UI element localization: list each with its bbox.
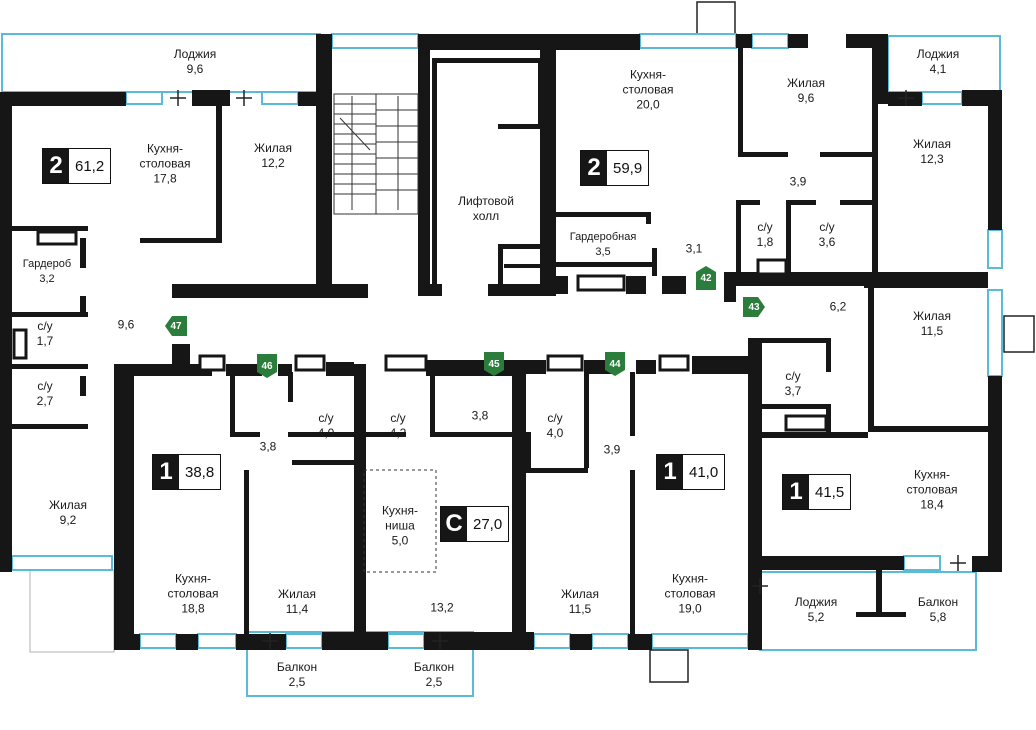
door-tag-45[interactable]: 45 xyxy=(483,352,505,376)
room-hall-5: 3,8 xyxy=(259,439,277,454)
apartment-area: 41,0 xyxy=(689,463,719,481)
walls xyxy=(0,34,1002,650)
stairs xyxy=(333,93,419,215)
door-tag-46[interactable]: 46 xyxy=(256,354,278,378)
kitchen-niche-outline xyxy=(363,469,437,573)
room-hall-2: 3,9 xyxy=(789,174,807,189)
apartment-area: 38,8 xyxy=(185,463,215,481)
door-tag-42[interactable]: 42 xyxy=(695,266,717,290)
loggia-marks xyxy=(170,90,966,649)
room-hall-1: 9,6 xyxy=(117,317,135,332)
apartment-badge-studio[interactable]: С 27,0 xyxy=(440,506,510,542)
apartment-rooms: 1 xyxy=(153,455,179,489)
room-hall-3: 3,1 xyxy=(685,241,703,256)
ventilation-shafts xyxy=(12,230,828,432)
door-tag-44[interactable]: 44 xyxy=(604,352,626,376)
apartment-area: 61,2 xyxy=(75,157,105,175)
room-studio-main: 13,2 xyxy=(430,600,454,615)
apartment-rooms: 1 xyxy=(657,455,683,489)
door-tag-43[interactable]: 43 xyxy=(743,295,765,319)
room-hall-6: 3,8 xyxy=(471,408,489,423)
door-tag-47[interactable]: 47 xyxy=(165,314,187,338)
apartment-area: 41,5 xyxy=(815,483,845,501)
apartment-area: 27,0 xyxy=(473,515,503,533)
apartment-area: 59,9 xyxy=(613,159,643,177)
apartment-rooms: 1 xyxy=(783,475,809,509)
room-lift-hall: Лифтовой холл xyxy=(458,194,514,223)
room-hall-7: 3,9 xyxy=(603,442,621,457)
apartment-rooms: 2 xyxy=(43,149,69,183)
room-hall-4: 6,2 xyxy=(829,299,847,314)
apartment-rooms: 2 xyxy=(581,151,607,185)
apartment-rooms: С xyxy=(441,507,467,541)
